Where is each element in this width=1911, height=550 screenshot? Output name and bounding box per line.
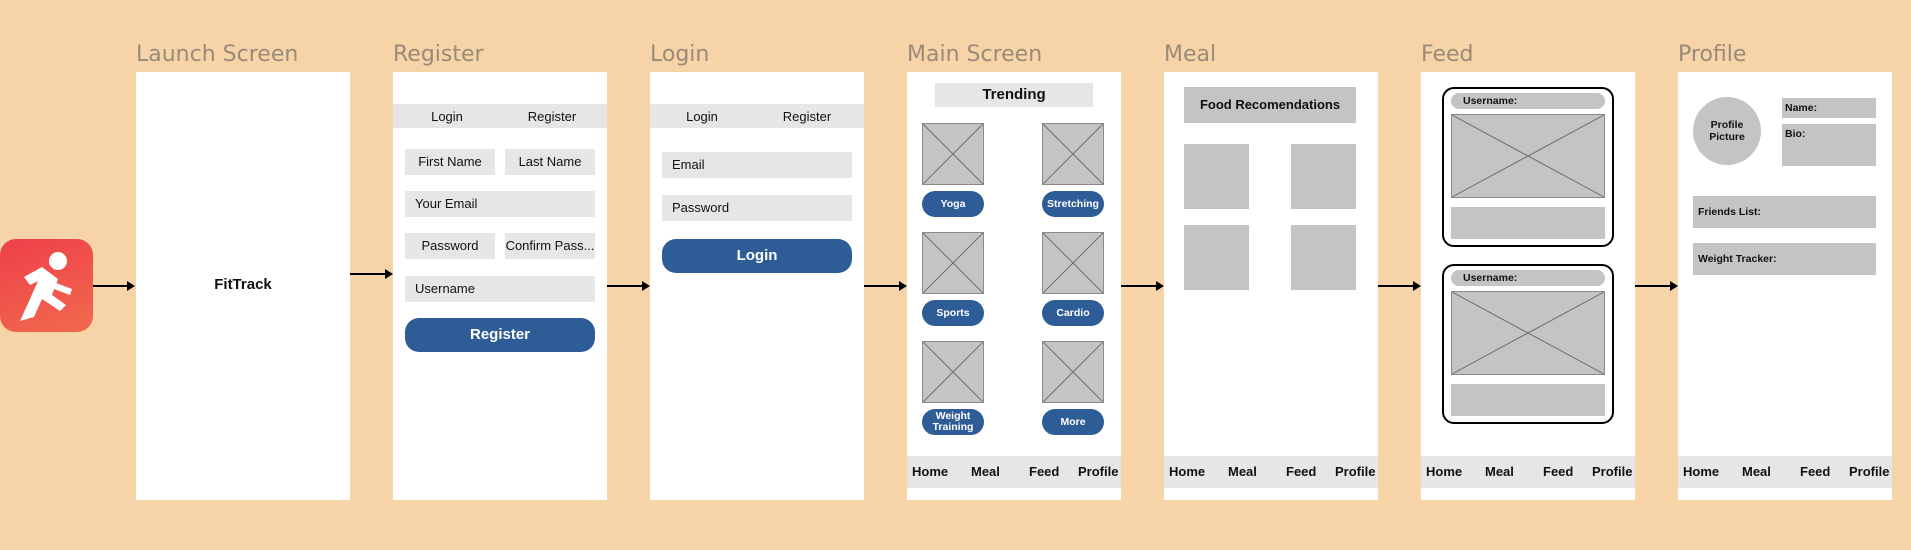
feed-post[interactable]: Username: — [1442, 264, 1614, 424]
flow-arrow — [93, 281, 135, 291]
post-caption — [1451, 207, 1605, 239]
screen-title: Profile — [1678, 42, 1747, 67]
email-field[interactable]: Email — [662, 152, 852, 178]
category-image — [922, 341, 984, 403]
nav-profile[interactable]: Profile — [1849, 464, 1890, 479]
nav-feed[interactable]: Feed — [1029, 464, 1060, 479]
bottom-nav: Home Meal Feed Profile — [1421, 456, 1635, 488]
auth-tabs: Login Register — [393, 104, 607, 128]
category-cardio-button[interactable]: Cardio — [1042, 300, 1104, 326]
bottom-nav: Home Meal Feed Profile — [1678, 456, 1892, 488]
tab-register[interactable]: Register — [527, 109, 577, 124]
category-image — [1042, 232, 1104, 294]
runner-icon — [20, 252, 72, 321]
profile-picture-label: Profile Picture — [1709, 119, 1745, 143]
nav-home[interactable]: Home — [912, 464, 949, 479]
category-image — [922, 232, 984, 294]
category-weight-training-button[interactable]: Weight Training — [922, 409, 984, 435]
post-caption — [1451, 384, 1605, 416]
weight-tracker-label: Weight Tracker: — [1698, 253, 1777, 265]
friends-list-label: Friends List: — [1698, 206, 1762, 218]
food-image — [1291, 225, 1356, 290]
flow-arrow — [864, 281, 907, 291]
confirm-password-field[interactable]: Confirm Pass... — [505, 233, 595, 259]
category-image — [922, 123, 984, 185]
flow-arrow — [1121, 281, 1164, 291]
nav-meal[interactable]: Meal — [1742, 464, 1771, 479]
trending-header: Trending — [935, 83, 1093, 107]
flow-arrow — [607, 281, 650, 291]
friends-list[interactable]: Friends List: — [1693, 196, 1876, 228]
register-button[interactable]: Register — [405, 318, 595, 352]
nav-meal[interactable]: Meal — [971, 464, 1000, 479]
category-more-button[interactable]: More — [1042, 409, 1104, 435]
flow-arrow — [350, 269, 393, 279]
screen-title: Feed — [1421, 42, 1474, 67]
nav-home[interactable]: Home — [1169, 464, 1206, 479]
category-yoga-button[interactable]: Yoga — [922, 191, 984, 217]
profile-screen: Profile Picture Name: Bio: Friends List:… — [1678, 72, 1892, 500]
flow-arrow — [1378, 281, 1421, 291]
nav-meal[interactable]: Meal — [1228, 464, 1257, 479]
tab-register[interactable]: Register — [782, 109, 832, 124]
last-name-field[interactable]: Last Name — [505, 149, 595, 175]
nav-feed[interactable]: Feed — [1543, 464, 1574, 479]
email-field[interactable]: Your Email — [405, 191, 595, 217]
login-button[interactable]: Login — [662, 239, 852, 273]
nav-feed[interactable]: Feed — [1286, 464, 1317, 479]
name-field[interactable]: Name: — [1782, 98, 1876, 118]
app-name: FitTrack — [214, 276, 272, 293]
bio-label: Bio: — [1785, 128, 1806, 140]
food-recommendations-header: Food Recomendations — [1184, 87, 1356, 123]
nav-home[interactable]: Home — [1426, 464, 1463, 479]
screen-title: Launch Screen — [136, 42, 299, 67]
login-screen: Login Register Email Password Login — [650, 72, 864, 500]
bio-field[interactable]: Bio: — [1782, 124, 1876, 166]
weight-tracker[interactable]: Weight Tracker: — [1693, 243, 1876, 275]
tab-login[interactable]: Login — [686, 109, 718, 124]
main-screen: Trending Yoga Stretching Sports Cardio W… — [907, 72, 1121, 500]
first-name-field[interactable]: First Name — [405, 149, 495, 175]
post-image — [1451, 114, 1605, 198]
flow-arrow — [1635, 281, 1678, 291]
username-field[interactable]: Username — [405, 276, 595, 302]
bottom-nav: Home Meal Feed Profile — [1164, 456, 1378, 488]
nav-home[interactable]: Home — [1683, 464, 1720, 479]
category-stretching-button[interactable]: Stretching — [1042, 191, 1104, 217]
password-field[interactable]: Password — [405, 233, 495, 259]
nav-meal[interactable]: Meal — [1485, 464, 1514, 479]
nav-profile[interactable]: Profile — [1592, 464, 1633, 479]
profile-picture[interactable]: Profile Picture — [1693, 97, 1761, 165]
tab-login[interactable]: Login — [431, 109, 463, 124]
screen-title: Main Screen — [907, 42, 1043, 67]
category-image — [1042, 341, 1104, 403]
nav-profile[interactable]: Profile — [1335, 464, 1376, 479]
auth-tabs: Login Register — [650, 104, 864, 128]
food-image — [1184, 144, 1249, 209]
meal-screen: Food Recomendations Home Meal Feed Profi… — [1164, 72, 1378, 500]
feed-post[interactable]: Username: — [1442, 87, 1614, 247]
nav-feed[interactable]: Feed — [1800, 464, 1831, 479]
username-bar — [1451, 93, 1605, 109]
launch-screen: FitTrack — [136, 72, 350, 500]
username-label: Username: — [1463, 272, 1518, 284]
screen-title: Meal — [1164, 42, 1217, 67]
bottom-nav: Home Meal Feed Profile — [907, 456, 1121, 488]
category-sports-button[interactable]: Sports — [922, 300, 984, 326]
food-image — [1291, 144, 1356, 209]
app-icon — [0, 239, 93, 332]
nav-profile[interactable]: Profile — [1078, 464, 1119, 479]
register-screen: Login Register First Name Last Name Your… — [393, 72, 607, 500]
food-image — [1184, 225, 1249, 290]
screen-title: Login — [650, 42, 710, 67]
username-label: Username: — [1463, 95, 1518, 107]
name-label: Name: — [1785, 102, 1818, 114]
post-image — [1451, 291, 1605, 375]
feed-screen: Username: Username: Home Meal Feed Profi… — [1421, 72, 1635, 500]
username-bar — [1451, 270, 1605, 286]
screen-title: Register — [393, 42, 484, 67]
password-field[interactable]: Password — [662, 195, 852, 221]
category-image — [1042, 123, 1104, 185]
